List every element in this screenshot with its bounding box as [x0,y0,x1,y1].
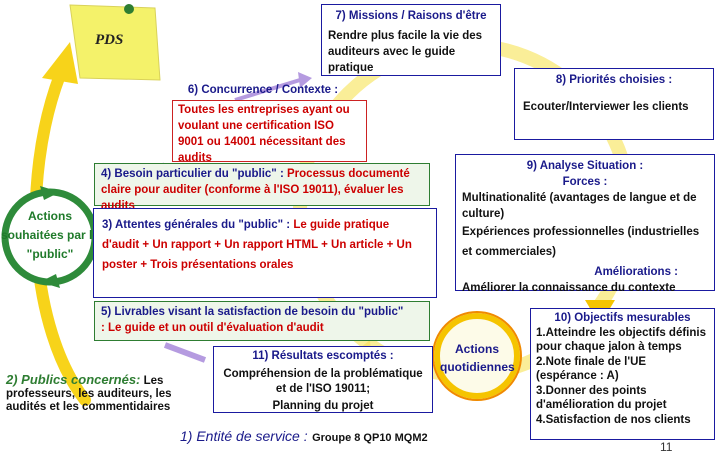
entite-label: 1) Entité de service : [180,428,308,444]
actions-quotidiennes-label: Actions quotidiennes [440,342,515,374]
left-yellow-arrowhead [42,42,78,84]
box-resultats-escomptes: 11) Résultats escomptés : Compréhension … [213,346,433,413]
box-analyse-situation: 9) Analyse Situation : Forces : Multinat… [455,154,715,294]
priorites-body: Ecouter/Interviewer les clients [523,101,689,113]
objectif-item-3: 3.Donner des points d'amélioration du pr… [536,384,667,412]
priorites-title: 8) Priorités choisies : [555,74,673,86]
attentes-body: Le guide pratique d'audit + Un rapport +… [102,219,412,271]
box-livrables: 5) Livrables visant la satisfaction de b… [94,301,430,341]
forces-item-2: Expériences professionnelles (industriel… [462,226,700,258]
box-besoin-particulier: 4) Besoin particulier du "public" : Proc… [94,163,430,212]
purple-arrowhead-to-box7 [298,72,312,88]
post-it-label: PDS [95,32,124,48]
left-ring-arrowhead-bottom [40,274,60,288]
besoin-label: 4) Besoin particulier du "public" : [101,168,284,180]
besoin-body: Processus documenté claire pour auditer … [101,168,410,212]
entite-de-service: 1) Entité de service : Groupe 8 QP10 MQM… [180,428,520,446]
right-orange-ring [432,311,522,401]
purple-arrow-to-box7 [234,78,301,102]
right-yellow-ring [434,313,520,399]
pin-head [124,4,134,14]
livrables-body: : Le guide et un outil d'évaluation d'au… [101,322,324,334]
resultats-title: 11) Résultats escomptés : [252,350,394,362]
publics-label: 2) Publics concernés: [6,372,141,387]
box-publics-concernes: 2) Publics concernés: Les professeurs, l… [6,373,196,414]
objectif-item-4: 4.Satisfaction de nos clients [536,413,691,426]
box-concurrence-body: Toutes les entreprises ayant ou voulant … [172,100,367,164]
box-attentes-generales: 3) Attentes générales du "public" : Le g… [93,208,437,298]
left-ring-arrowhead-top [40,186,60,200]
entite-body: Groupe 8 QP10 MQM2 [312,432,428,444]
box-priorites: 8) Priorités choisies : Ecouter/Intervie… [514,68,714,140]
purple-arrow-box11 [163,342,207,363]
resultats-body: Compréhension de la problématique et de … [223,368,423,395]
objectif-item-1: 1.Atteindre les objectifs définis pour c… [536,326,706,354]
analyse-title: 9) Analyse Situation : [526,160,644,172]
publics-body: Les professeurs, les auditeurs, les audi… [6,375,172,413]
attentes-label: 3) Attentes générales du "public" : [102,219,291,231]
ameliorations-label: Améliorations : [594,266,678,278]
objectifs-title: 10) Objectifs mesurables [554,312,691,324]
ameliorations-item-1: Améliorer la connaissance du contexte [462,282,676,294]
forces-label: Forces : [562,176,608,188]
forces-item-1: Multinationalité (avantages de langue et… [462,192,697,220]
livrables-label: 5) Livrables visant la satisfaction de b… [101,306,404,318]
box-missions: 7) Missions / Raisons d'être Rendre plus… [321,4,501,76]
objectif-item-2: 2.Note finale de l'UE (espérance : A) [536,355,647,383]
concurrence-title: 6) Concurrence / Contexte : [187,84,339,96]
missions-title: 7) Missions / Raisons d'être [335,10,487,22]
slide-number: 11 [660,440,673,454]
concurrence-body: Toutes les entreprises ayant ou voulant … [178,104,350,164]
box-objectifs-mesurables: 10) Objectifs mesurables 1.Atteindre les… [530,308,715,440]
box-concurrence: 6) Concurrence / Contexte : [168,82,358,100]
missions-body: Rendre plus facile la vie des auditeurs … [328,30,483,74]
resultats-body-2: Planning du projet [272,400,374,412]
actions-souhaitees-label: Actions souhaitées par le "public" [0,209,100,261]
